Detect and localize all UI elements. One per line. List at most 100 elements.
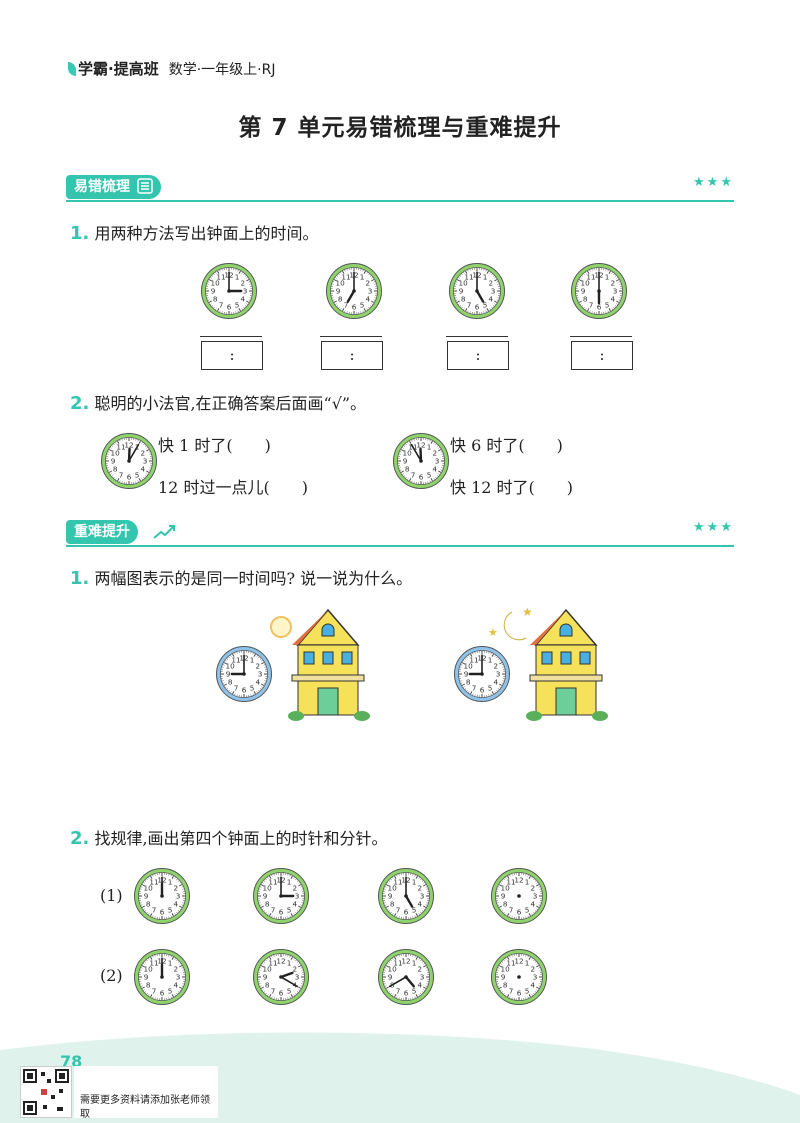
svg-text:5: 5 — [525, 905, 530, 914]
svg-text:10: 10 — [464, 662, 474, 671]
svg-text:3: 3 — [533, 892, 538, 901]
svg-text:9: 9 — [501, 892, 506, 901]
option-left-1[interactable]: 快 1 时了( ) — [158, 436, 271, 455]
svg-text:7: 7 — [152, 986, 157, 995]
svg-text:11: 11 — [586, 273, 595, 282]
svg-text:5: 5 — [605, 300, 610, 309]
svg-text:9: 9 — [263, 973, 268, 982]
svg-text:8: 8 — [461, 295, 466, 304]
svg-text:5: 5 — [483, 300, 488, 309]
answer-box[interactable]: : — [571, 341, 633, 370]
svg-text:9: 9 — [336, 287, 341, 296]
svg-text:11: 11 — [469, 656, 478, 665]
svg-text:2: 2 — [418, 884, 423, 893]
svg-text:7: 7 — [467, 300, 472, 309]
option-left-2[interactable]: 12 时过一点儿( ) — [158, 478, 308, 497]
svg-text:7: 7 — [509, 905, 514, 914]
question-number: 2. — [70, 828, 90, 849]
svg-text:7: 7 — [472, 683, 477, 692]
svg-text:7: 7 — [271, 905, 276, 914]
svg-text:11: 11 — [116, 443, 125, 452]
svg-text:10: 10 — [403, 449, 413, 458]
svg-text:2: 2 — [174, 965, 179, 974]
answer-box[interactable]: : — [201, 341, 263, 370]
answer-line[interactable] — [320, 336, 382, 337]
svg-text:10: 10 — [336, 279, 346, 288]
section-label: 易错梳理 — [74, 179, 130, 195]
svg-text:1: 1 — [250, 656, 255, 665]
svg-text:11: 11 — [393, 878, 402, 887]
svg-text:1: 1 — [525, 878, 530, 887]
svg-text:10: 10 — [211, 279, 221, 288]
section-header-advanced: 重难提升 ★★★ — [66, 520, 734, 547]
leaf-logo-icon — [68, 62, 76, 76]
svg-text:10: 10 — [226, 662, 236, 671]
svg-text:10: 10 — [581, 279, 591, 288]
answer-box[interactable]: : — [321, 341, 383, 370]
svg-text:5: 5 — [235, 300, 240, 309]
answer-box[interactable]: : — [447, 341, 509, 370]
svg-text:3: 3 — [143, 457, 148, 466]
answer-line[interactable] — [570, 336, 632, 337]
question-text: 用两种方法写出钟面上的时间。 — [94, 224, 319, 243]
qr-code-icon[interactable] — [20, 1066, 72, 1118]
svg-text:9: 9 — [464, 670, 469, 679]
svg-text:4: 4 — [418, 900, 423, 909]
svg-text:8: 8 — [390, 900, 395, 909]
question-number: 2. — [70, 393, 90, 414]
svg-text:5: 5 — [488, 683, 493, 692]
svg-text:9: 9 — [581, 287, 586, 296]
answer-line[interactable] — [200, 336, 262, 337]
svg-text:5: 5 — [135, 470, 140, 479]
svg-text:5: 5 — [287, 905, 292, 914]
svg-text:8: 8 — [503, 981, 508, 990]
svg-text:5: 5 — [250, 683, 255, 692]
footer-note: 需要更多资料请添加张老师领取 — [74, 1066, 218, 1120]
svg-text:2: 2 — [366, 279, 371, 288]
question-text: 聪明的小法官,在正确答案后面画“√”。 — [94, 394, 367, 413]
svg-text:8: 8 — [265, 900, 270, 909]
svg-text:10: 10 — [459, 279, 469, 288]
svg-text:8: 8 — [146, 981, 151, 990]
svg-text:10: 10 — [144, 884, 154, 893]
svg-text:2: 2 — [611, 279, 616, 288]
svg-text:1: 1 — [483, 273, 488, 282]
option-right-1[interactable]: 快 6 时了( ) — [450, 436, 563, 455]
svg-text:6: 6 — [517, 989, 522, 998]
row-label-1: (1) — [100, 886, 123, 905]
svg-text:5: 5 — [360, 300, 365, 309]
question-text: 找规律,画出第四个钟面上的时针和分针。 — [94, 829, 388, 848]
svg-text:4: 4 — [366, 295, 371, 304]
question-text: 两幅图表示的是同一时间吗? 说一说为什么。 — [94, 569, 413, 588]
svg-text:2: 2 — [531, 884, 536, 893]
option-right-2[interactable]: 快 12 时了( ) — [450, 478, 574, 497]
svg-text:4: 4 — [293, 900, 298, 909]
svg-text:2: 2 — [174, 884, 179, 893]
svg-text:4: 4 — [433, 465, 438, 474]
svg-text:4: 4 — [174, 900, 179, 909]
svg-text:8: 8 — [503, 900, 508, 909]
svg-text:1: 1 — [360, 273, 365, 282]
list-icon — [137, 178, 153, 194]
svg-text:6: 6 — [279, 989, 284, 998]
svg-text:2: 2 — [141, 449, 146, 458]
svg-text:3: 3 — [243, 287, 248, 296]
svg-text:10: 10 — [388, 884, 398, 893]
answer-line[interactable] — [446, 336, 508, 337]
svg-text:11: 11 — [393, 959, 402, 968]
question-number: 1. — [70, 568, 90, 589]
svg-text:2: 2 — [489, 279, 494, 288]
svg-text:7: 7 — [396, 905, 401, 914]
svg-text:1: 1 — [525, 959, 530, 968]
svg-text:3: 3 — [258, 670, 263, 679]
svg-text:10: 10 — [388, 965, 398, 974]
svg-text:7: 7 — [152, 905, 157, 914]
svg-text:1: 1 — [168, 878, 173, 887]
